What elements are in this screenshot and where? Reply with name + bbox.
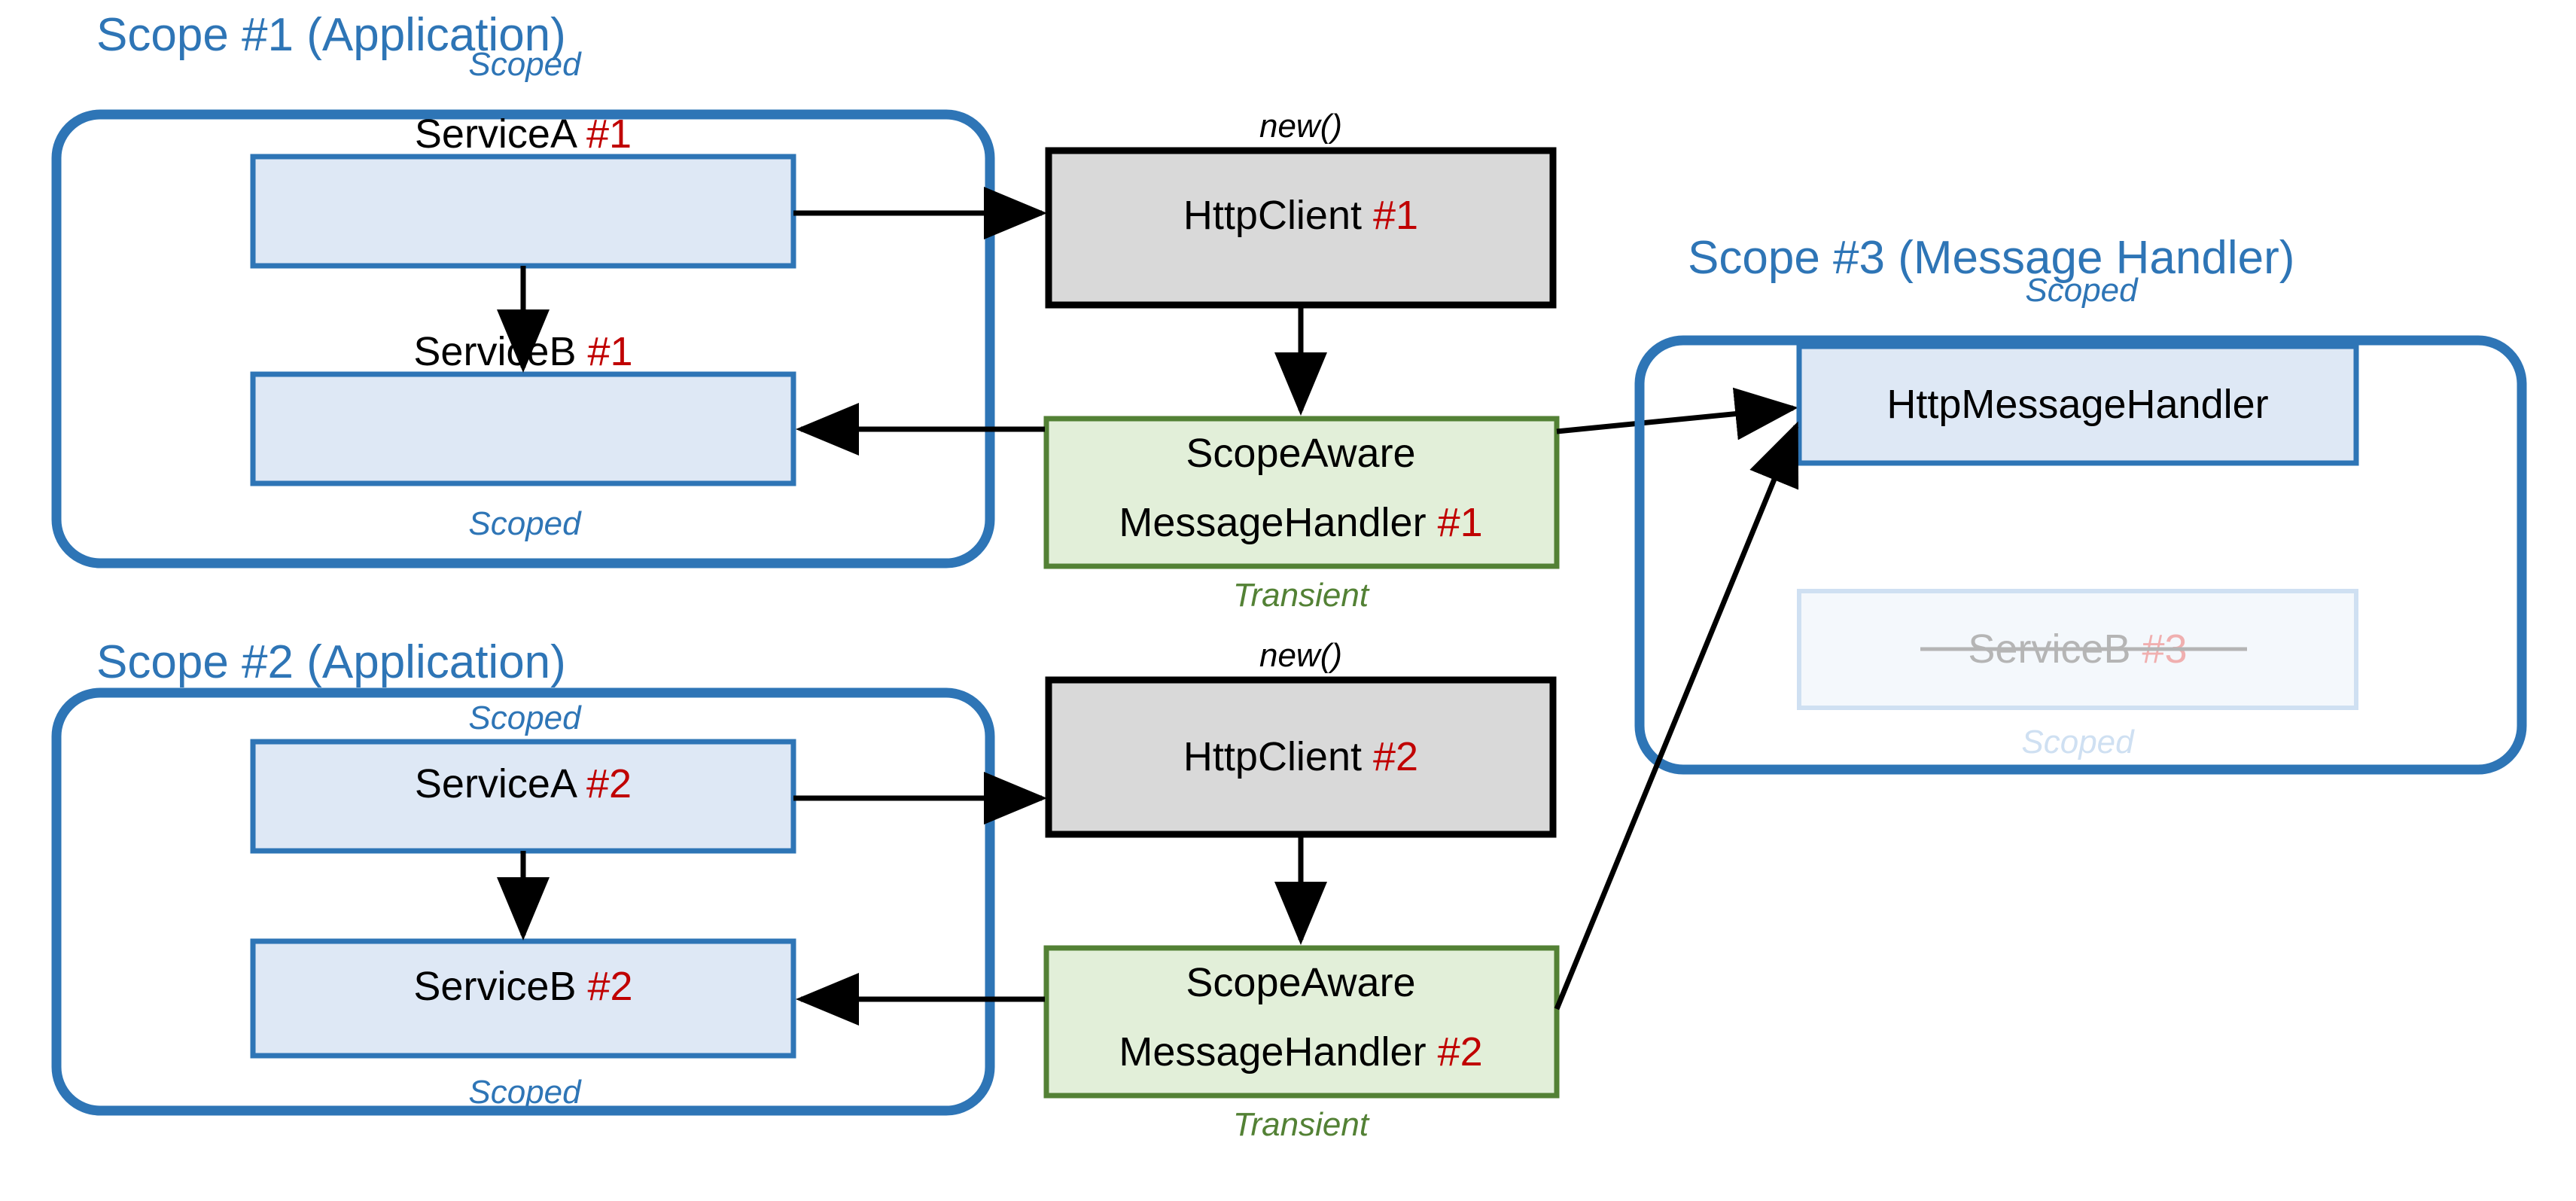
box-servicea-2-label: ServiceA #2 bbox=[415, 761, 632, 806]
scope-3-container bbox=[1634, 335, 2527, 775]
arrow-handler1-to-httpmessagehandler bbox=[1556, 387, 1798, 440]
scope-1-bottom-lifetime-label: Scoped bbox=[468, 505, 582, 542]
scope-1-group: Scope #1 (Application) Scoped ServiceA #… bbox=[51, 9, 995, 568]
arrow-handler2-to-httpmessagehandler bbox=[1554, 421, 1799, 1010]
box-httpclient-1-name: HttpClient bbox=[1183, 193, 1362, 238]
box-servicea-2[interactable] bbox=[250, 739, 796, 854]
box-servicea-2-instance: #2 bbox=[586, 761, 632, 806]
httpclient-1-new-label: new() bbox=[1259, 108, 1342, 145]
box-serviceb-1[interactable] bbox=[250, 371, 796, 486]
box-servicea-2-name: ServiceA bbox=[415, 761, 577, 806]
box-scopeaware-messagehandler-1-line2: MessageHandler #1 bbox=[1119, 500, 1482, 545]
box-serviceb-2-name: ServiceB bbox=[413, 964, 576, 1009]
scope-2-bottom-lifetime-label: Scoped bbox=[468, 1074, 582, 1111]
box-scopeaware-messagehandler-2-line2: MessageHandler #2 bbox=[1119, 1029, 1482, 1074]
scope-2-top-lifetime-label: Scoped bbox=[468, 700, 582, 736]
scopeaware-messagehandler-1-lifetime-label: Transient bbox=[1233, 577, 1370, 614]
scope-2-container bbox=[51, 687, 995, 1116]
box-serviceb-2-instance: #2 bbox=[588, 964, 633, 1009]
httpclient-2-new-label: new() bbox=[1259, 637, 1342, 674]
scope-2-group: Scope #2 (Application) Scoped ServiceA #… bbox=[51, 636, 995, 1116]
box-scopeaware-messagehandler-2-line2-name: MessageHandler bbox=[1119, 1029, 1426, 1074]
box-serviceb-1-instance: #1 bbox=[588, 329, 633, 374]
box-httpclient-1-instance: #1 bbox=[1373, 193, 1418, 238]
scope-1-title: Scope #1 (Application) bbox=[96, 9, 566, 61]
scope-1-top-lifetime-label: Scoped bbox=[468, 46, 582, 83]
scope-3-group: Scope #3 (Message Handler) Scoped HttpMe… bbox=[1634, 232, 2527, 775]
box-scopeaware-messagehandler-1-instance: #1 bbox=[1438, 500, 1483, 545]
box-httpclient-2-instance: #2 bbox=[1373, 734, 1418, 779]
box-servicea-1[interactable] bbox=[250, 154, 796, 269]
box-httpmessagehandler[interactable] bbox=[1796, 343, 2359, 466]
box-httpclient-2-name: HttpClient bbox=[1183, 734, 1362, 779]
box-servicea-1-instance: #1 bbox=[586, 111, 632, 157]
box-scopeaware-messagehandler-2[interactable] bbox=[1043, 945, 1560, 1099]
scope-3-top-lifetime-label: Scoped bbox=[2025, 272, 2139, 309]
box-scopeaware-messagehandler-1-line1: ScopeAware bbox=[1186, 431, 1415, 476]
scope-3-title: Scope #3 (Message Handler) bbox=[1688, 232, 2294, 284]
box-httpclient-2-label: HttpClient #2 bbox=[1183, 734, 1418, 779]
box-scopeaware-messagehandler-1-line2-name: MessageHandler bbox=[1119, 500, 1426, 545]
box-scopeaware-messagehandler-1[interactable] bbox=[1043, 416, 1560, 569]
box-serviceb-2-label: ServiceB #2 bbox=[413, 964, 632, 1009]
scopeaware-messagehandler-2-lifetime-label: Transient bbox=[1233, 1106, 1370, 1143]
httpclient-2-group: new() HttpClient #2 bbox=[793, 637, 1557, 945]
box-httpmessagehandler-label: HttpMessageHandler bbox=[1886, 382, 2268, 427]
box-httpclient-1[interactable] bbox=[1045, 147, 1557, 309]
scope-1-container bbox=[51, 109, 995, 568]
scopeaware-messagehandler-1-group: ScopeAware MessageHandler #1 Transient bbox=[796, 387, 1798, 614]
box-scopeaware-messagehandler-2-instance: #2 bbox=[1438, 1029, 1483, 1074]
box-serviceb-2[interactable] bbox=[250, 938, 796, 1059]
box-servicea-1-label: ServiceA #1 bbox=[415, 111, 632, 157]
box-servicea-1-name: ServiceA bbox=[415, 111, 577, 157]
box-serviceb-1-name: ServiceB bbox=[413, 329, 576, 374]
scope-3-bottom-lifetime-label: Scoped bbox=[2021, 724, 2135, 761]
scopeaware-messagehandler-2-group: ScopeAware MessageHandler #2 Transient bbox=[796, 421, 1799, 1143]
box-scopeaware-messagehandler-2-line1: ScopeAware bbox=[1186, 960, 1415, 1005]
httpclient-1-group: new() HttpClient #1 bbox=[793, 108, 1557, 416]
scope-2-title: Scope #2 (Application) bbox=[96, 636, 566, 688]
box-httpclient-1-label: HttpClient #1 bbox=[1183, 193, 1418, 238]
